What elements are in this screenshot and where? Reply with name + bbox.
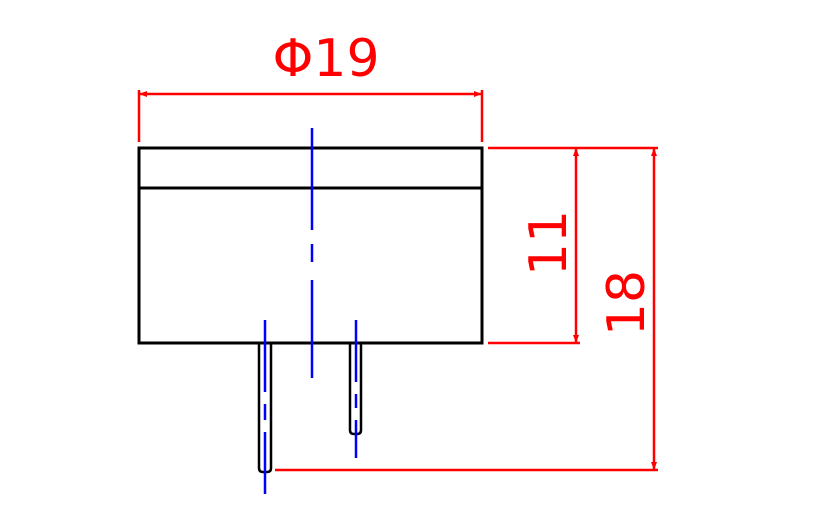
- diameter-arrow-right: [474, 91, 482, 97]
- dimension-arrows: [139, 91, 657, 470]
- diameter-label: Φ19: [272, 29, 379, 89]
- height-18-label: 18: [597, 270, 657, 336]
- height-11-label: 11: [519, 210, 579, 276]
- height-18-arrow-bottom: [651, 462, 657, 470]
- centerlines: [263, 128, 358, 494]
- pins: [257, 343, 363, 474]
- height-18-arrow-top: [651, 148, 657, 156]
- height-11-arrow-bottom: [573, 335, 579, 343]
- part-outline: [137, 146, 484, 345]
- dimension-lines: [137, 90, 658, 472]
- height-11-arrow-top: [573, 148, 579, 156]
- body-outline: [137, 146, 484, 345]
- diameter-arrow-left: [139, 91, 147, 97]
